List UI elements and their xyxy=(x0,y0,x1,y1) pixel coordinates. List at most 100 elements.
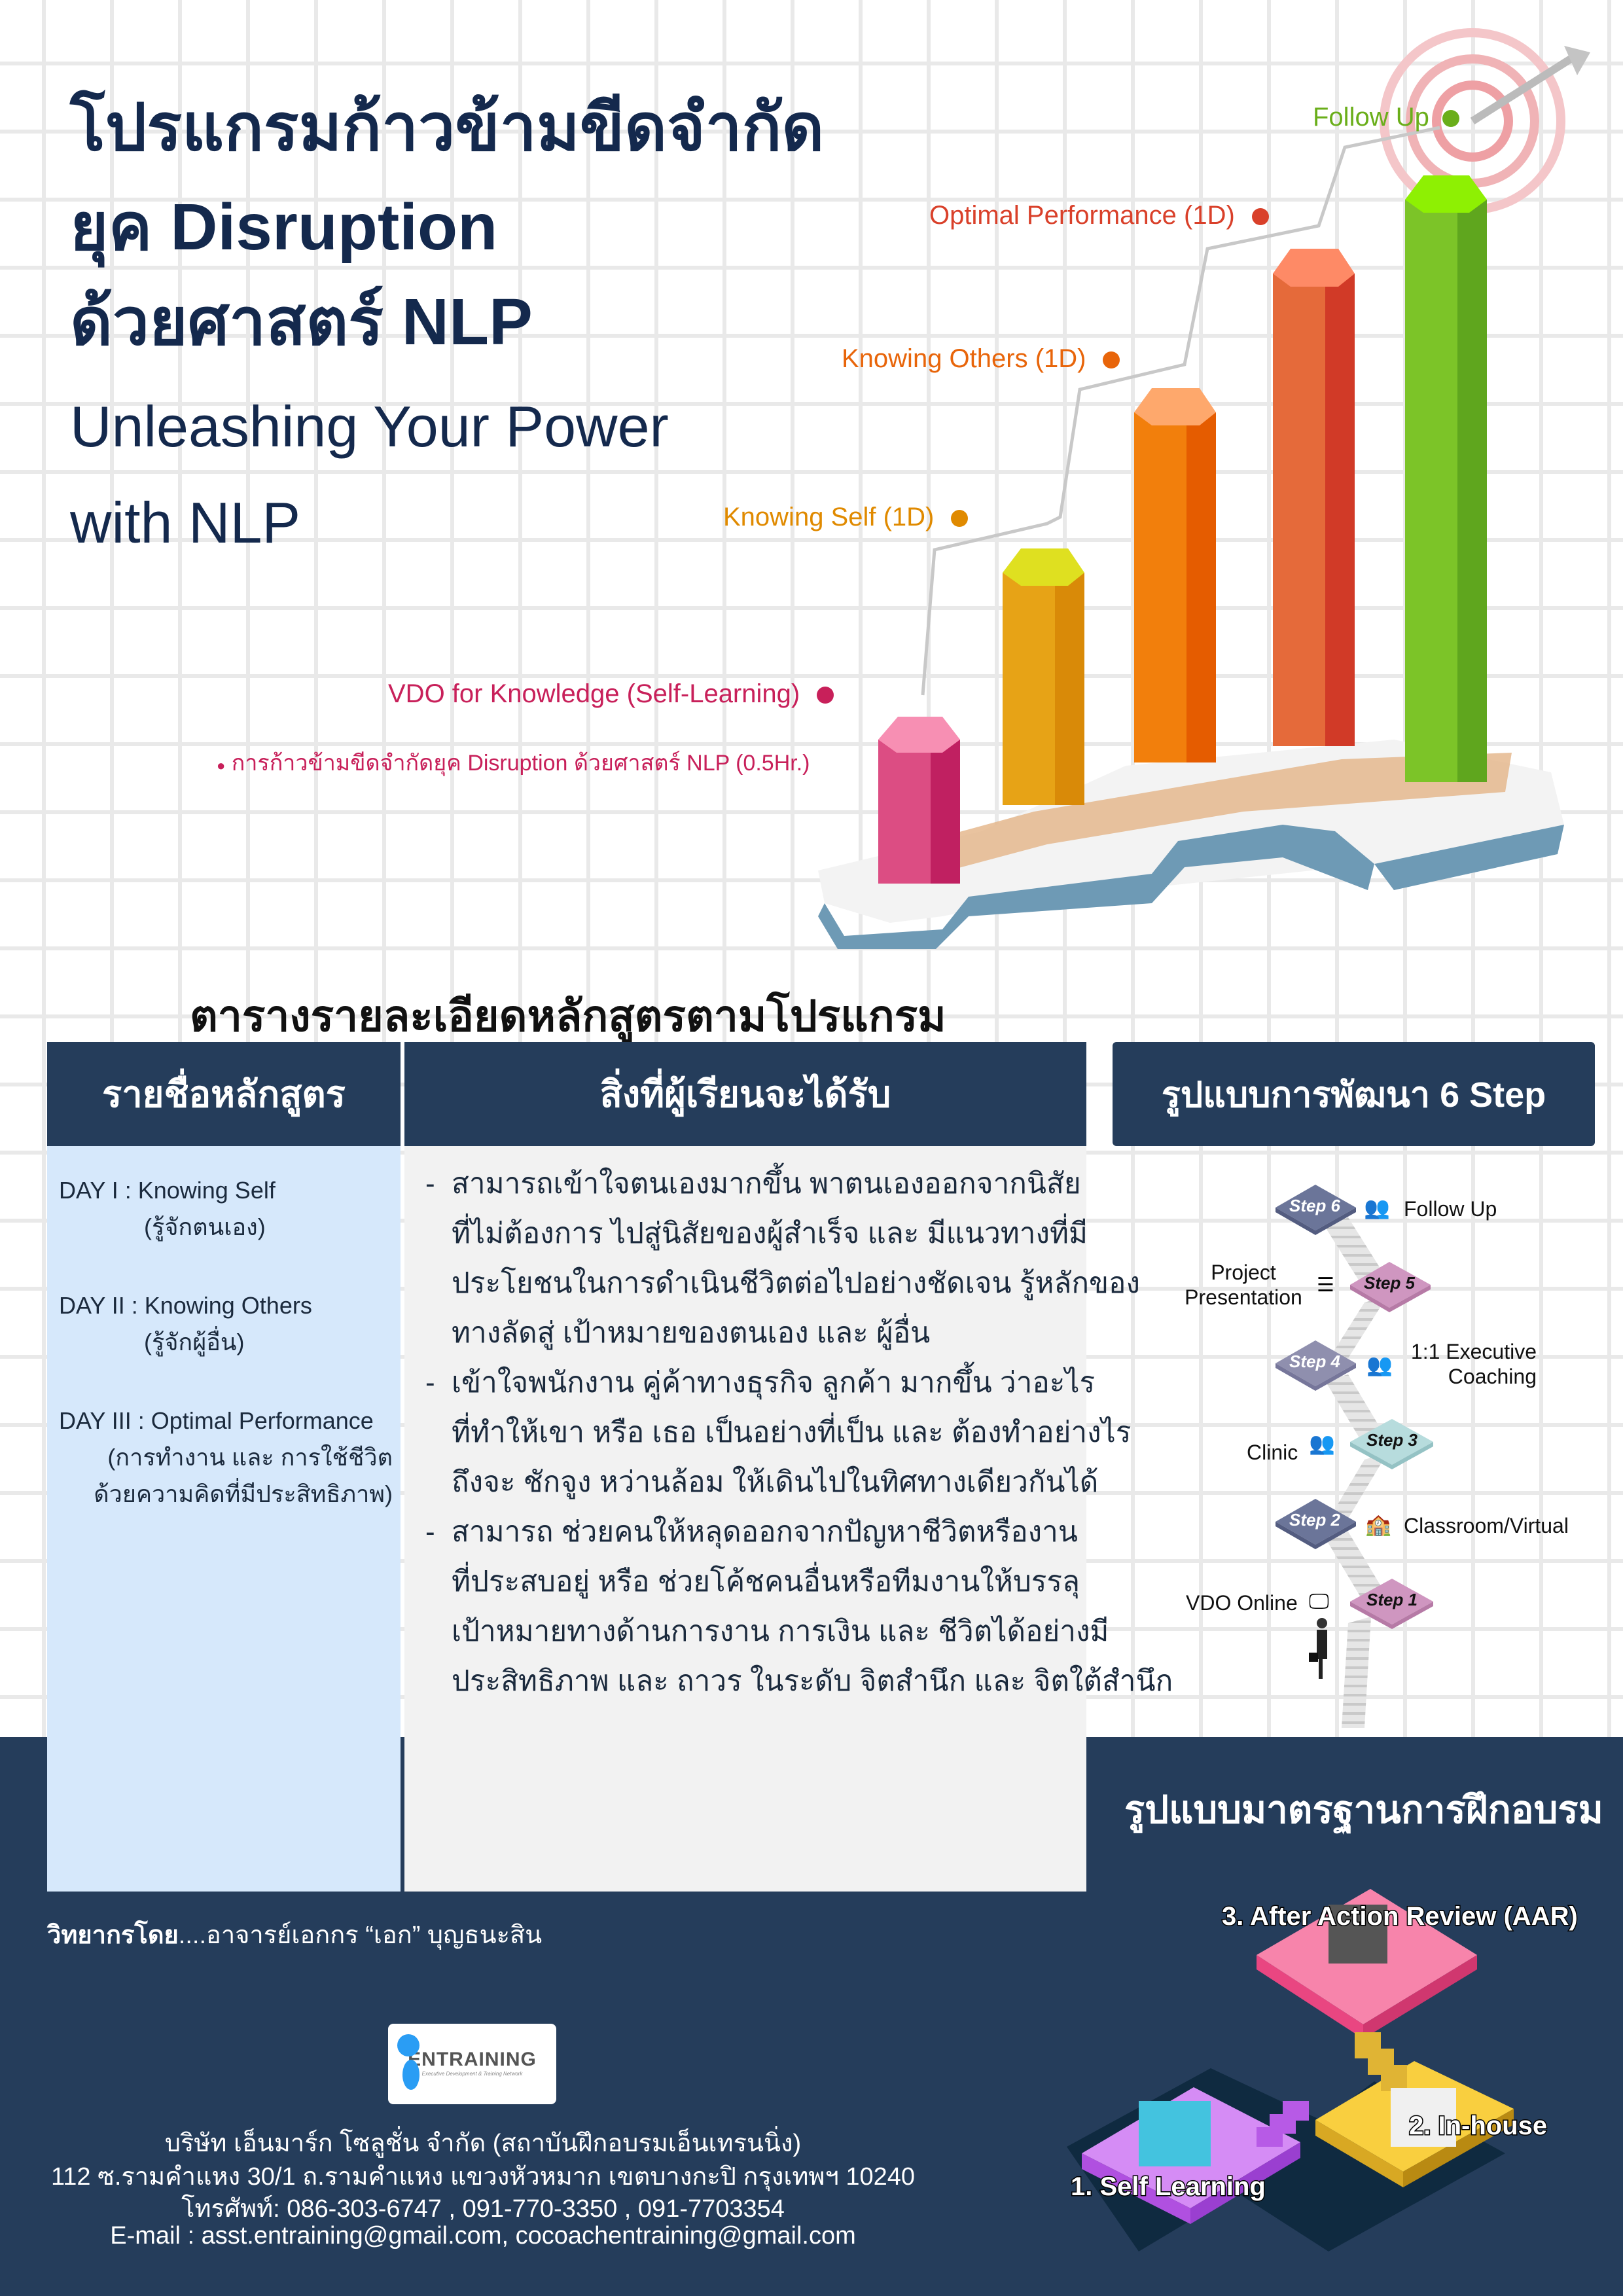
training-self-learning-label: 1. Self Learning xyxy=(1070,2172,1267,2202)
benefit-line: ถึงจะ ชักจูง หว่านล้อม ให้เดินไปในทิศทาง… xyxy=(452,1466,1099,1498)
laptop-icon xyxy=(1329,1905,1387,1964)
school-icon: 🏫 xyxy=(1365,1513,1391,1536)
speaker-label: วิทยากรโดย xyxy=(47,1922,179,1949)
monitor-icon: 🖵 xyxy=(1309,1589,1329,1613)
bar-vdo xyxy=(878,717,960,884)
milestone-dot xyxy=(1251,208,1269,226)
classroom-icon xyxy=(1391,2088,1456,2147)
platform xyxy=(818,740,1564,949)
milestone-dot xyxy=(817,687,834,704)
benefit-line: สามารถเข้าใจตนเองมากขึ้น พาตนเองออกจากนิ… xyxy=(452,1168,1081,1200)
note-text: การก้าวข้ามขีดจำกัดยุค Disruption ด้วยศา… xyxy=(231,751,810,776)
course-day-1: DAY I : Knowing Self (รู้จักตนเอง) xyxy=(59,1172,276,1246)
step-4-tile xyxy=(1275,1340,1356,1391)
growth-bar-illustration xyxy=(818,28,1590,949)
benefit-item: เข้าใจพนักงาน คู่ค้าทางธุรกิจ ลูกค้า มาก… xyxy=(425,1358,1173,1507)
day-subtitle: (การทำงาน และ การใช้ชีวิต xyxy=(107,1443,393,1471)
table-heading: ตารางรายละเอียดหลักสูตรตามโปรแกรม xyxy=(190,992,946,1040)
benefit-line: ประโยชนในการดำเนินชีวิตต่อไปอย่างชัดเจน … xyxy=(452,1267,1140,1299)
day-subtitle: (รู้จักตนเอง) xyxy=(144,1213,266,1240)
step-2-tile xyxy=(1275,1499,1356,1549)
logo-bubble-icon xyxy=(402,2060,419,2090)
benefit-line: ที่ทำให้เขา หรือ เธอ เป็นอย่างที่เป็น แล… xyxy=(452,1416,1132,1448)
benefit-item: สามารถ ช่วยคนให้หลุดออกจากปัญหาชีวิตหรือ… xyxy=(425,1507,1173,1706)
step-1-badge: Step 1 xyxy=(1366,1590,1418,1609)
phone-lesson-icon xyxy=(1139,2101,1211,2166)
logo-bubble-icon xyxy=(397,2034,419,2056)
company-address: 112 ซ.รามคำแหง 30/1 ถ.รามคำแหง แขวงหัวหม… xyxy=(50,2163,916,2191)
training-illustration xyxy=(1067,1889,1514,2251)
milestone-dot xyxy=(1103,351,1120,369)
course-day-3: DAY III : Optimal Performance (การทำงาน … xyxy=(59,1403,393,1512)
entraining-logo: ENTRAINING Executive Development & Train… xyxy=(388,2024,556,2104)
connecting-stairs-top xyxy=(1355,2032,1407,2091)
bar-follow-up xyxy=(1405,175,1487,782)
subtitle-line-2: with NLP xyxy=(70,490,301,555)
milestone-connector xyxy=(921,126,1440,696)
title-line-1: โปรแกรมก้าวข้ามขีดจำกัด xyxy=(70,91,825,164)
stairs xyxy=(1325,1217,1387,1728)
milestone-label: Optimal Performance (1D) xyxy=(929,201,1235,230)
day-subtitle: ด้วยความคิดที่มีประสิทธิภาพ) xyxy=(94,1480,393,1507)
training-aar-label: 3. After Action Review (AAR) xyxy=(1221,1901,1579,1932)
col-header-course: รายชื่อหลักสูตร xyxy=(47,1042,401,1146)
step-1-label: VDO Online xyxy=(1186,1591,1298,1615)
step-2-label: Classroom/Virtual xyxy=(1404,1514,1569,1537)
milestone-knowing-others: Knowing Others (1D) xyxy=(842,346,1120,372)
milestone-follow-up: Follow Up xyxy=(1313,104,1459,130)
milestone-dot xyxy=(1442,110,1459,128)
checklist-icon: ☰ xyxy=(1317,1274,1334,1296)
speaker-name: ....อาจารย์เอกกร “เอก” บุญธนะสิน xyxy=(178,1922,543,1949)
step-5-label: Project Presentation xyxy=(1185,1261,1302,1310)
steps-heading: รูปแบบการพัฒนา 6 Step xyxy=(1113,1042,1595,1146)
milestone-label: Follow Up xyxy=(1313,103,1429,132)
benefit-line: ที่ประสบอยู่ หรือ ช่วยโค้ชคนอื่นหรือทีมง… xyxy=(452,1566,1080,1598)
benefit-line: ทางลัดสู่ เป้าหมายของตนเอง และ ผู้อื่น xyxy=(452,1317,931,1349)
benefit-item: สามารถเข้าใจตนเองมากขึ้น พาตนเองออกจากนิ… xyxy=(425,1159,1173,1358)
staircase-diagram xyxy=(1275,1185,1433,1728)
course-day-2: DAY II : Knowing Others (รู้จักผู้อื่น) xyxy=(59,1287,312,1361)
benefit-line: เข้าใจพนักงาน คู่ค้าทางธุรกิจ ลูกค้า มาก… xyxy=(452,1367,1096,1399)
bar-knowing-self xyxy=(1003,548,1084,805)
step-5-tile xyxy=(1350,1262,1431,1312)
benefit-line: เป้าหมายทางด้านการงาน การเงิน และ ชีวิตไ… xyxy=(452,1615,1109,1647)
milestone-knowing-self: Knowing Self (1D) xyxy=(723,503,969,531)
company-email[interactable]: E-mail : asst.entraining@gmail.com, coco… xyxy=(110,2222,856,2250)
logo-tagline: Executive Development & Training Network xyxy=(421,2071,523,2077)
businessman-icon xyxy=(1309,1618,1327,1679)
milestone-label: Knowing Others (1D) xyxy=(842,344,1086,373)
benefits-list: สามารถเข้าใจตนเองมากขึ้น พาตนเองออกจากนิ… xyxy=(404,1146,1173,1892)
two-people-icon: 👥 xyxy=(1366,1353,1393,1376)
milestone-vdo: VDO for Knowledge (Self-Learning) xyxy=(388,681,834,707)
milestone-dot xyxy=(951,510,969,528)
group-icon: 👥 xyxy=(1309,1431,1335,1455)
speaker-line: วิทยากรโดย....อาจารย์เอกกร “เอก” บุญธนะส… xyxy=(47,1914,542,1954)
col-header-benefits: สิ่งที่ผู้เรียนจะได้รับ xyxy=(404,1042,1086,1146)
step-6-tile xyxy=(1275,1185,1356,1235)
day-title: DAY III : Optimal Performance xyxy=(59,1407,374,1434)
milestone-label: Knowing Self (1D) xyxy=(723,503,935,531)
benefit-line: ประสิทธิภาพ และ ถาวร ในระดับ จิตสำนึก แล… xyxy=(452,1665,1173,1697)
company-name: บริษัท เอ็นมาร์ก โซลูชั่น จำกัด (สถาบันฝ… xyxy=(164,2130,802,2157)
logo-text: ENTRAINING xyxy=(408,2049,537,2070)
training-heading: รูปแบบมาตรฐานการฝึกอบรม xyxy=(1124,1789,1603,1831)
step-2-badge: Step 2 xyxy=(1289,1510,1341,1530)
step-1-tile xyxy=(1350,1579,1433,1629)
day-subtitle: (รู้จักผู้อื่น) xyxy=(144,1328,245,1355)
bar-knowing-others xyxy=(1134,388,1216,762)
step-3-tile xyxy=(1350,1419,1433,1469)
course-list: DAY I : Knowing Self (รู้จักตนเอง) DAY I… xyxy=(47,1146,401,1892)
step-5-badge: Step 5 xyxy=(1363,1273,1416,1293)
milestone-optimal: Optimal Performance (1D) xyxy=(929,202,1269,228)
bar-optimal xyxy=(1273,249,1355,746)
day-title: DAY I : Knowing Self xyxy=(59,1177,276,1204)
connecting-stairs-bottom xyxy=(1257,2101,1309,2147)
title-line-3: ด้วยศาสตร์ NLP xyxy=(70,285,533,359)
benefit-line: ที่ไม่ต้องการ ไปสู่นิสัยของผู้สำเร็จ และ… xyxy=(452,1217,1088,1249)
day-title: DAY II : Knowing Others xyxy=(59,1292,312,1319)
step-6-badge: Step 6 xyxy=(1289,1196,1341,1215)
step-3-badge: Step 3 xyxy=(1366,1430,1418,1450)
company-phone: โทรศัพท์: 086-303-6747 , 091-770-3350 , … xyxy=(181,2195,785,2223)
step-4-label: 1:1 Executive Coaching xyxy=(1410,1340,1537,1389)
step-4-badge: Step 4 xyxy=(1289,1352,1341,1371)
